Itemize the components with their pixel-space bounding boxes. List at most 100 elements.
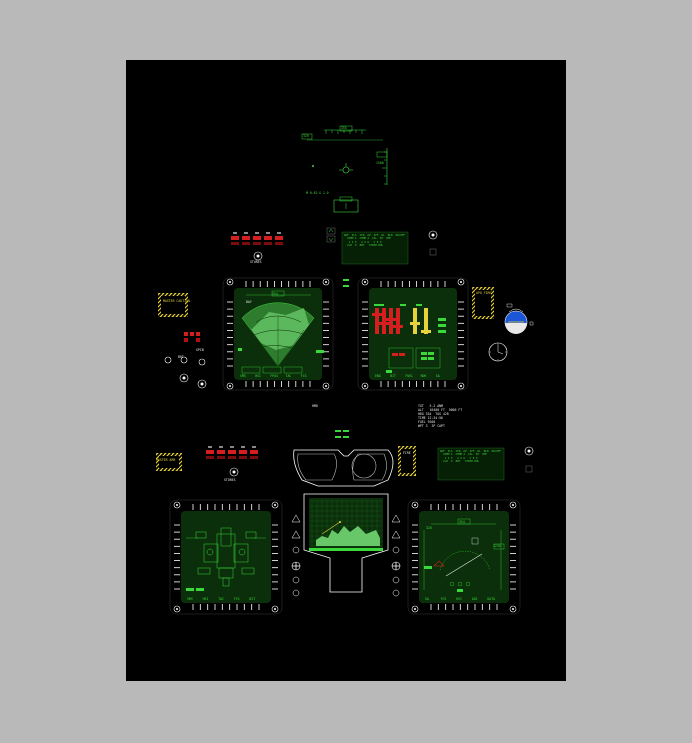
mfd-right-softkey-label-5: DATA bbox=[487, 597, 496, 601]
ddi-left[interactable] bbox=[222, 277, 334, 391]
info-block-line-2: ALT 10400 FT 5600 FT bbox=[418, 408, 463, 412]
stores-label: STORES bbox=[250, 260, 262, 264]
mpcd-softkey-label-5: BIT bbox=[249, 597, 256, 601]
hud-heading: 355 bbox=[341, 126, 347, 130]
mfd-right-corner-knob-4[interactable] bbox=[509, 605, 517, 613]
mfd-right-softkey-label-1: SA bbox=[425, 597, 429, 601]
hmd-display-frame bbox=[293, 449, 394, 487]
ufc-upper-line-2: COMM 1 COMM 2 CAL IP VHF bbox=[344, 237, 391, 241]
mpcd-softkey-label-3: TAC bbox=[218, 597, 224, 601]
mfd-right-altitude: 1234 bbox=[493, 544, 501, 548]
ddi-right[interactable] bbox=[357, 277, 469, 391]
mfd-right-corner-knob-2[interactable] bbox=[509, 501, 517, 509]
mfd-right-softkey-label-4: ADI bbox=[471, 597, 478, 601]
ddi-right-softkey-label-1: ENG bbox=[375, 374, 381, 378]
ufc-lower-line-4: CLR 0 ENT STEER WHL bbox=[440, 460, 480, 464]
standby-clock bbox=[488, 342, 508, 362]
center-tactical-display bbox=[303, 493, 389, 593]
ufc-upper-line-3: 1 2 3 4 5 6 7 8 9 bbox=[344, 240, 382, 244]
ufc-upper-text: ADF ILS TCN AP IFF DL BCN ON/OFF COMM 1 … bbox=[344, 234, 405, 248]
master-arm-label: MASTER ARM bbox=[156, 458, 176, 462]
hud-mach: M 0.82 bbox=[306, 191, 318, 195]
mfd-right-speed: 320 bbox=[426, 526, 432, 530]
fire-right-label: APU FIRE bbox=[476, 291, 492, 295]
mpcd-left[interactable] bbox=[169, 499, 283, 615]
ddi-left-softkey-label-5: FCS bbox=[300, 374, 307, 378]
center-status-lights bbox=[335, 279, 349, 438]
lower-stores-label: STORES bbox=[224, 478, 236, 482]
ddi-left-heading: 354 bbox=[272, 292, 278, 296]
mfd-right-softkey-label-2: FCS bbox=[440, 597, 447, 601]
info-block-line-1: TGT 5.2 ANM bbox=[418, 404, 443, 408]
ufc-lower-line-2: COMM 1 COMM 2 CAL IP VHF bbox=[440, 453, 487, 457]
mpcd-softkey-label-2: HSI bbox=[202, 597, 209, 601]
brightness-label: BRT bbox=[178, 355, 184, 359]
ufc-lower-line-1: ADF ILS TCN AP IFF DL BCN ON/OFF bbox=[440, 450, 501, 453]
center-switches-left[interactable] bbox=[291, 514, 301, 597]
ufc-lower-line-3: 1 2 3 4 5 6 7 8 9 bbox=[440, 456, 478, 460]
mpcd-corner-knob-4[interactable] bbox=[271, 605, 279, 613]
upper-warning-light-3 bbox=[253, 232, 261, 245]
mfd-right-heading: 354 bbox=[459, 520, 465, 524]
upper-warning-row bbox=[231, 227, 336, 261]
mfd-right-corner-knob-3[interactable] bbox=[411, 605, 419, 613]
hud-speed: 320 bbox=[303, 134, 309, 138]
day-label: DAY bbox=[246, 300, 252, 304]
lower-warning-light-5 bbox=[250, 446, 258, 459]
left-caution-box[interactable] bbox=[133, 292, 211, 318]
ddi-left-softkey-label-4: TAC bbox=[285, 374, 292, 378]
ufc-upper-line-4: CLR 0 ENT STEER WHL bbox=[344, 244, 384, 248]
mpcd-corner-knob-3[interactable] bbox=[173, 605, 181, 613]
ddi-left-corner-knob-1[interactable] bbox=[226, 278, 234, 286]
upper-left-knobs[interactable] bbox=[164, 332, 207, 389]
mpcd-corner-knob-2[interactable] bbox=[271, 501, 279, 509]
mfd-right[interactable] bbox=[407, 499, 521, 615]
ddi-right-softkey-label-2: BIT bbox=[390, 374, 396, 378]
mpcd-corner-knob-1[interactable] bbox=[173, 501, 181, 509]
hud-altitude: 1500 bbox=[376, 161, 384, 165]
standby-attitude-indicator bbox=[504, 303, 534, 334]
cockpit-artwork bbox=[133, 125, 534, 615]
ddi-right-corner-knob-2[interactable] bbox=[457, 278, 465, 286]
ddi-left-corner-knob-2[interactable] bbox=[322, 278, 330, 286]
ufc-lower[interactable] bbox=[437, 446, 534, 481]
info-block-line-4: TIME 12:34:56 bbox=[418, 416, 443, 420]
lower-left-caution-box[interactable] bbox=[137, 452, 197, 472]
hmd-label: HMD bbox=[312, 404, 318, 408]
ddi-right-corner-knob-1[interactable] bbox=[361, 278, 369, 286]
ddi-right-softkey-label-5: SA bbox=[435, 374, 440, 378]
spin-label: SPIN bbox=[196, 348, 204, 352]
mfd-right-corner-knob-1[interactable] bbox=[411, 501, 419, 509]
upper-warning-light-2 bbox=[242, 232, 250, 245]
lower-warning-light-1 bbox=[206, 446, 214, 459]
cockpit-panel: 355 320 1500 M 0.82 G 1.0 MASTER CAUTION… bbox=[126, 60, 566, 681]
info-block-line-5: FUEL 9200 bbox=[418, 420, 436, 424]
lower-right-fire-box[interactable] bbox=[367, 445, 443, 477]
master-caution-label: MASTER CAUTION bbox=[163, 299, 190, 303]
lower-warning-light-4 bbox=[239, 446, 247, 459]
mpcd-softkey-label-1: SMS bbox=[187, 597, 193, 601]
info-block-line-6: WPT 3 IP CAPT bbox=[418, 424, 445, 428]
fire-lower-label: FIRE bbox=[403, 451, 411, 455]
ddi-left-corner-knob-3[interactable] bbox=[226, 382, 234, 390]
ddi-right-corner-knob-3[interactable] bbox=[361, 382, 369, 390]
lower-warning-row bbox=[206, 446, 258, 477]
ufc-upper[interactable] bbox=[341, 230, 438, 265]
mpcd-softkey-label-4: FCS bbox=[233, 597, 240, 601]
ddi-right-softkey-label-4: RDR bbox=[420, 374, 427, 378]
upper-warning-light-4 bbox=[264, 232, 272, 245]
ddi-left-softkey-label-1: SMS bbox=[240, 374, 246, 378]
ddi-right-softkey-label-3: FUEL bbox=[405, 374, 414, 378]
upper-warning-light-5 bbox=[275, 232, 283, 245]
hud-g: G 1.0 bbox=[319, 191, 329, 195]
mfd-right-softkey-label-3: HSI bbox=[456, 597, 462, 601]
info-block-line-3: HDG 354 TAS 420 bbox=[418, 412, 449, 416]
ddi-right-corner-knob-4[interactable] bbox=[457, 382, 465, 390]
ufc-upper-line-1: ADF ILS TCN AP IFF DL BCN ON/OFF bbox=[344, 234, 405, 237]
upper-warning-light-1 bbox=[231, 232, 239, 245]
center-switches-right[interactable] bbox=[391, 514, 401, 597]
ddi-left-corner-knob-4[interactable] bbox=[322, 382, 330, 390]
ddi-left-softkey-label-3: FPAS bbox=[270, 374, 279, 378]
lower-warning-light-3 bbox=[228, 446, 236, 459]
